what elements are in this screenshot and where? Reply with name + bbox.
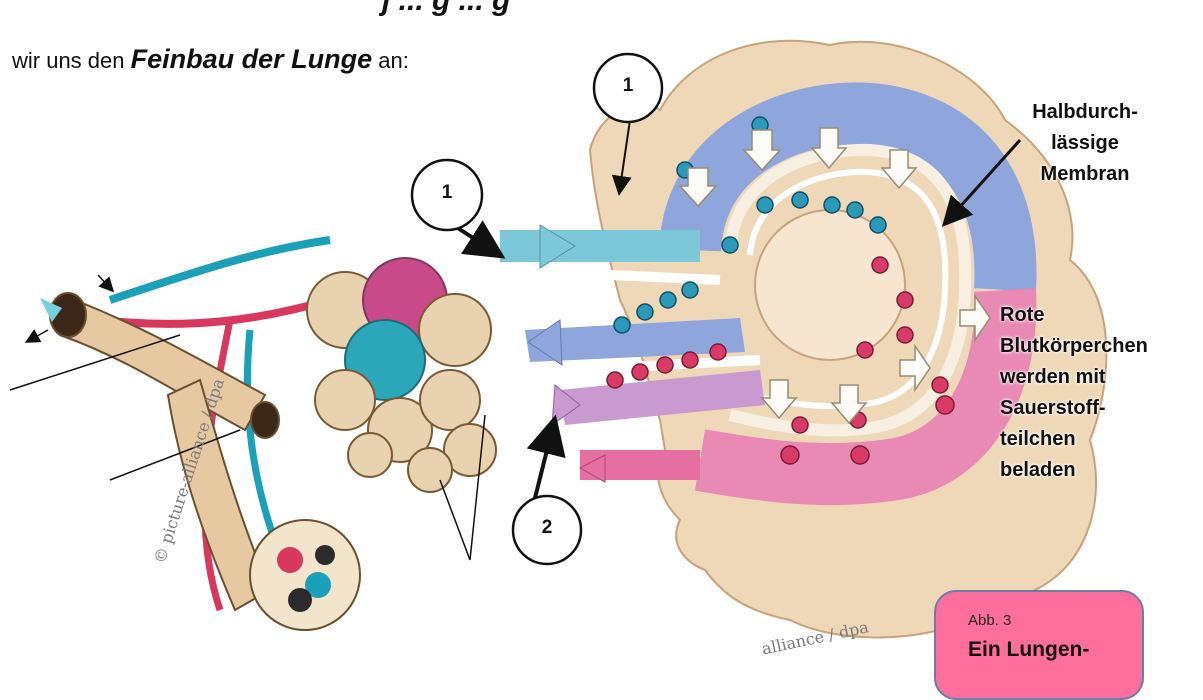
membrane-line-2: lässige [1010,128,1160,159]
caption-figure-number: Abb. 3 [968,612,1011,629]
figure-caption-box: Abb. 3 Ein Lungen- [934,590,1144,700]
red-cells-label: Rote Blutkörperchen werden mit Sauerstof… [1000,300,1200,486]
red-cells-line-1: Rote [1000,300,1200,331]
intro-suffix: an: [378,48,409,73]
red-cells-line-6: beladen [1000,455,1200,486]
membrane-line-3: Membran [1010,159,1160,190]
marker-label-2: 2 [537,517,557,539]
intro-emphasis: Feinbau der Lunge [131,44,373,74]
red-cells-line-4: Sauerstoff- [1000,393,1200,424]
red-cells-line-3: werden mit [1000,362,1200,393]
caption-title: Ein Lungen- [968,638,1089,662]
header-fragment-text: j ... g ... g [382,0,510,17]
intro-line: wir uns den Feinbau der Lunge an: [12,44,409,75]
membrane-label: Halbdurch- lässige Membran [1010,97,1160,190]
marker-label-1-left: 1 [437,182,457,204]
pointer-arrow-2 [535,430,552,498]
intro-prefix: wir uns den [12,48,125,73]
marker-label-1-top: 1 [618,75,638,97]
page: j ... g ... g wir uns den Feinbau der Lu… [0,0,1203,668]
membrane-line-1: Halbdurch- [1010,97,1160,128]
bronchiole-illustration [10,240,496,630]
red-cells-line-2: Blutkörperchen [1000,331,1200,362]
header-fragment: j ... g ... g [382,0,510,18]
red-cells-line-5: teilchen [1000,424,1200,455]
